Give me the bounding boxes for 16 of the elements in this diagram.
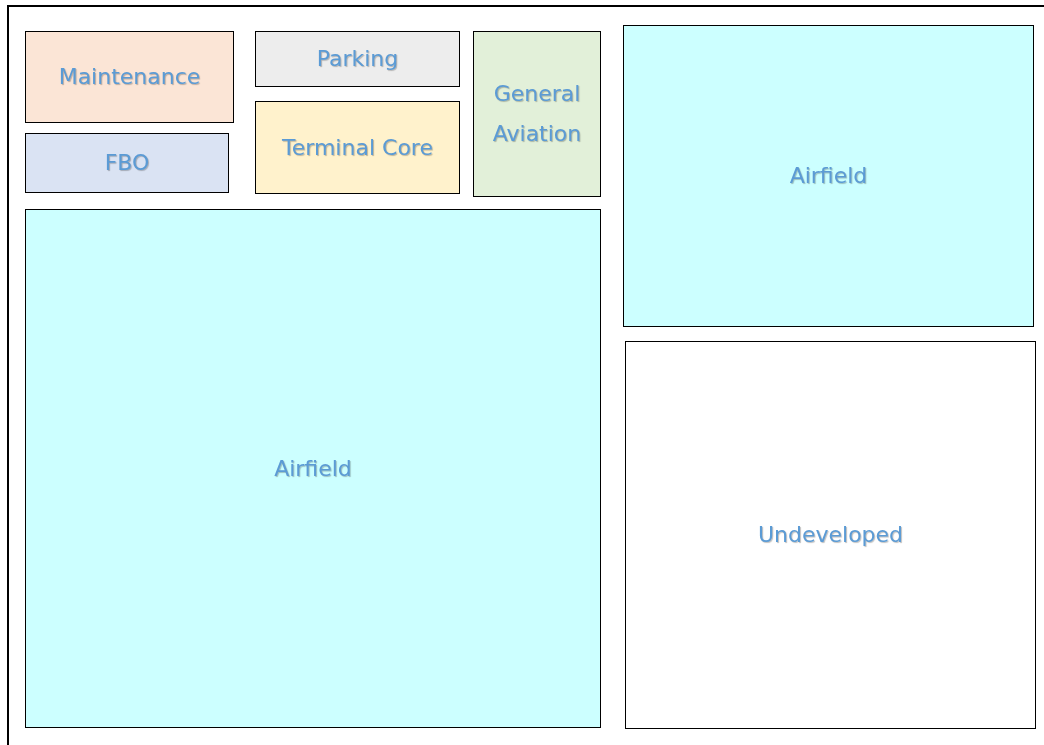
zone-area — [25, 31, 234, 123]
zone-label: General Aviation — [491, 80, 583, 148]
zone-area — [625, 341, 1036, 729]
zone-label: Airfield — [789, 162, 868, 190]
zone-area — [255, 31, 460, 87]
zone-label: Undeveloped — [757, 521, 904, 549]
zone-label: Parking — [316, 45, 399, 73]
zone-label: Terminal Core — [282, 133, 433, 162]
zone-label: Airfield — [274, 454, 352, 483]
zone-area — [25, 209, 601, 728]
zone-area — [255, 101, 460, 194]
zone-area — [473, 31, 601, 197]
zone-area — [623, 25, 1034, 327]
zone-label: Maintenance — [58, 63, 201, 91]
zone-area — [25, 133, 229, 193]
zone-label: FBO — [104, 149, 150, 177]
